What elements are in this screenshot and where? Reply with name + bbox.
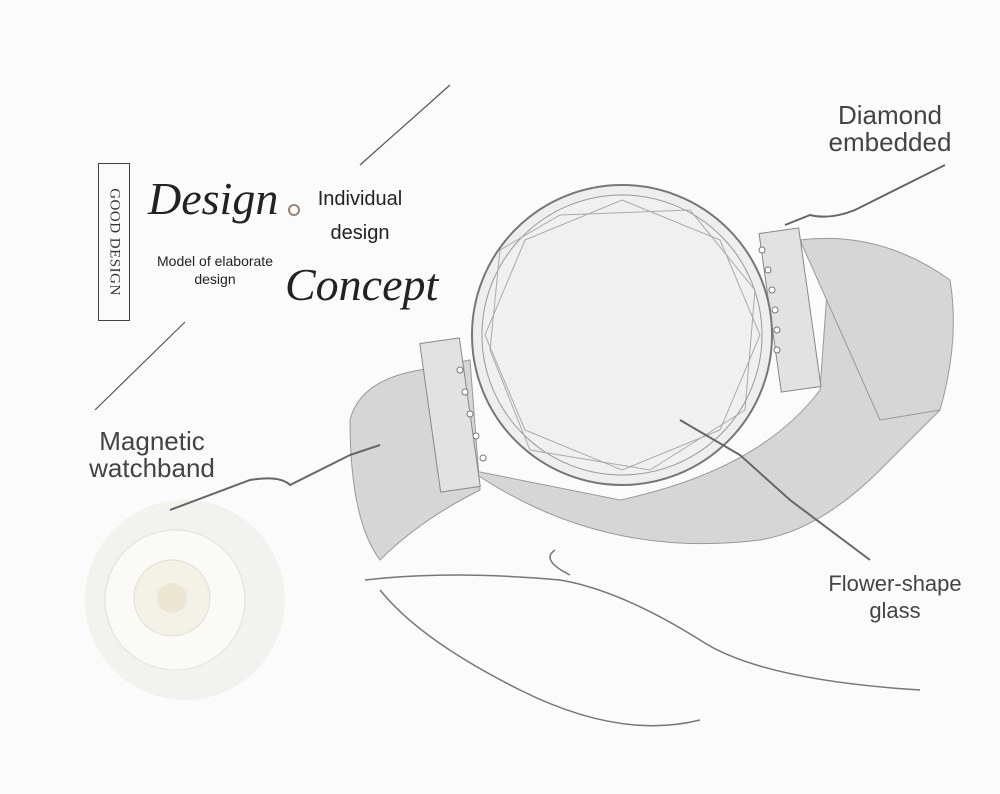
diamond-row <box>456 246 781 462</box>
leader-diamond <box>784 164 946 226</box>
bullet-icon <box>288 204 300 216</box>
text-line: glass <box>869 598 921 623</box>
text-line: Model of elaborate <box>157 253 273 269</box>
leader-magnetic <box>169 444 381 511</box>
decor-line <box>359 84 451 166</box>
text-line: design <box>330 222 390 244</box>
flower-glass-callout: Flower-shape glass <box>800 570 990 624</box>
flower-pattern <box>484 199 761 471</box>
decor-line <box>94 321 186 411</box>
badge-text: GOOD DESIGN <box>106 188 123 296</box>
text-line: Diamond <box>837 100 943 130</box>
concept-heading: Concept <box>285 259 439 310</box>
white-rose-image <box>85 500 285 700</box>
individual-design-text: Individual design <box>300 182 420 250</box>
text-line: Magnetic <box>99 426 205 456</box>
text-line: Flower-shape <box>828 571 962 596</box>
diamond-callout: Diamond embedded <box>810 102 970 156</box>
text-line: Individual <box>317 188 403 210</box>
good-design-badge: GOOD DESIGN <box>98 163 130 321</box>
magnetic-callout: Magnetic watchband <box>62 428 242 482</box>
leader-flower <box>679 419 871 561</box>
text-line: embedded <box>828 127 952 157</box>
hand-sketch <box>364 549 921 727</box>
text-line: design <box>194 271 236 287</box>
text-line: watchband <box>89 453 215 483</box>
watch-glass <box>481 194 763 476</box>
mesh-band <box>349 237 954 561</box>
model-text: Model of elaborate design <box>140 252 290 288</box>
design-heading: Design <box>148 173 279 224</box>
